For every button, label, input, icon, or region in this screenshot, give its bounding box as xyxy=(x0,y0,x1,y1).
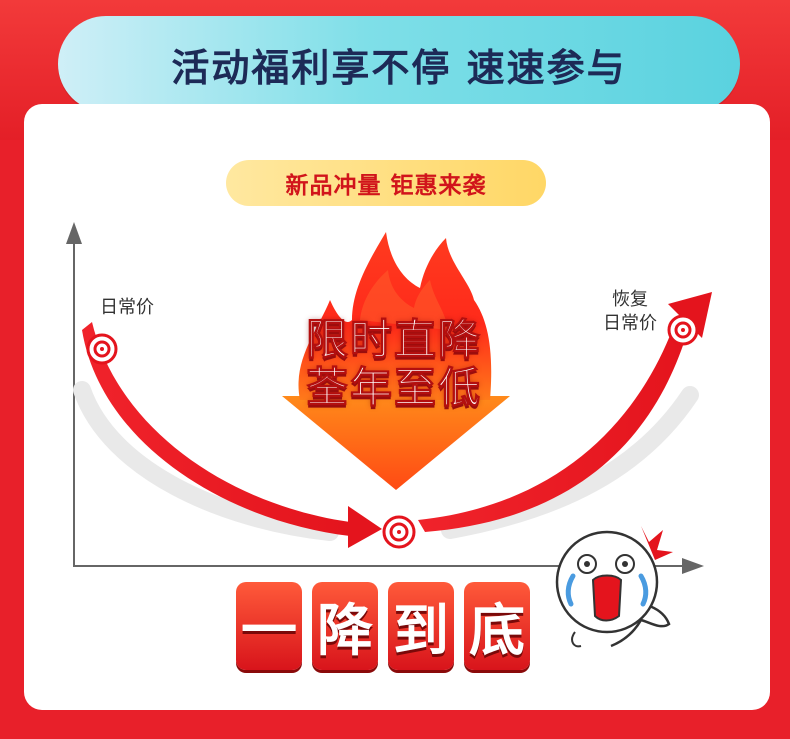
restore-price-line1: 恢复 xyxy=(612,289,648,310)
flame-down-arrow xyxy=(282,396,510,490)
restore-price-label: 恢复 日常价 xyxy=(600,288,660,336)
slogan-block-2: 降 xyxy=(312,582,378,670)
shadow-curve-left xyxy=(73,381,339,541)
y-axis xyxy=(66,222,82,567)
crying-face-icon xyxy=(555,526,673,648)
header-banner: 活动福利享不停 速速参与 xyxy=(58,16,740,112)
flame-headline: 限时直降 荃年至低 xyxy=(278,315,510,412)
target-marker-start xyxy=(86,333,118,365)
subtitle-text: 新品冲量 钜惠来袭 xyxy=(285,173,487,199)
slogan-block-3: 到 xyxy=(388,582,454,670)
subtitle-banner: 新品冲量 钜惠来袭 xyxy=(226,160,546,206)
down-trend-arrow xyxy=(82,322,382,548)
flame-line2: 荃年至低 xyxy=(305,363,482,412)
target-marker-bottom xyxy=(382,515,416,549)
regular-price-label: 日常价 xyxy=(100,297,154,318)
slogan-block-1: 一 xyxy=(236,582,302,670)
slogan-block-4: 底 xyxy=(464,582,530,670)
fire-icon xyxy=(282,232,510,490)
flame-line1: 限时直降 xyxy=(305,315,482,364)
up-trend-arrow xyxy=(418,292,712,532)
restore-price-line2: 日常价 xyxy=(603,313,657,334)
target-marker-end xyxy=(667,314,699,346)
header-title: 活动福利享不停 速速参与 xyxy=(171,45,627,90)
